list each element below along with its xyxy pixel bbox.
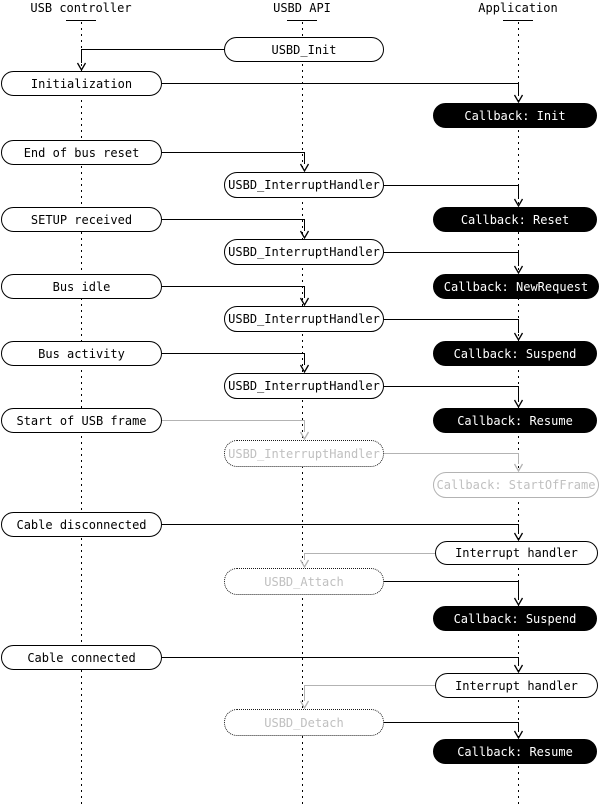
api-box-interrupt-handler-4: USBD_InterruptHandler xyxy=(224,373,384,399)
connector-usbd-init-to-initialization xyxy=(81,49,224,63)
arrowhead xyxy=(513,198,524,208)
event-box-start-of-usb-frame: Start of USB frame xyxy=(1,408,162,433)
callback-box-suspend-2: Callback: Suspend xyxy=(433,606,597,631)
arrowhead xyxy=(513,730,524,740)
api-box-usbd-detach-optional: USBD_Detach xyxy=(224,709,384,736)
connector-start-of-frame-to-handler-gray xyxy=(162,420,305,432)
callback-box-resume-2: Callback: Resume xyxy=(433,739,597,764)
connector-setup-received-to-handler xyxy=(162,219,305,231)
connector-bus-idle-to-handler xyxy=(162,286,305,298)
connector-handler-to-callback-newrequest xyxy=(384,252,519,266)
connector-handler-to-callback-startofframe-gray xyxy=(384,453,519,464)
event-box-bus-idle: Bus idle xyxy=(1,274,162,299)
column-header-application: Application xyxy=(478,1,558,15)
connector-bus-activity-to-handler xyxy=(162,353,305,365)
connector-interrupt-handler-to-usbd-detach-gray xyxy=(304,685,435,701)
arrowhead-gray xyxy=(299,700,310,710)
connector-handler-to-callback-reset xyxy=(384,185,519,199)
connector-handler-to-callback-resume xyxy=(384,386,519,400)
app-box-interrupt-handler-2: Interrupt handler xyxy=(435,673,598,698)
arrowhead xyxy=(299,364,310,374)
arrowhead xyxy=(513,94,524,104)
callback-box-startofframe: Callback: StartOfFrame xyxy=(433,472,599,498)
app-box-interrupt-handler-1: Interrupt handler xyxy=(435,541,598,565)
connector-handler-to-callback-suspend xyxy=(384,319,519,333)
connector-cable-connected-to-interrupt-handler xyxy=(162,657,519,665)
connector-usbd-attach-to-callback-suspend xyxy=(384,581,519,598)
event-box-setup-received: SETUP received xyxy=(1,207,162,232)
connector-cable-disconnected-to-interrupt-handler xyxy=(162,524,519,533)
callback-box-suspend-1: Callback: Suspend xyxy=(433,341,597,366)
event-box-initialization: Initialization xyxy=(1,71,162,96)
arrowhead xyxy=(299,230,310,240)
arrowhead-gray xyxy=(513,463,524,473)
arrowhead xyxy=(76,62,87,72)
callback-box-init: Callback: Init xyxy=(433,103,597,128)
api-box-interrupt-handler-1: USBD_InterruptHandler xyxy=(224,172,384,198)
api-box-interrupt-handler-3: USBD_InterruptHandler xyxy=(224,306,384,332)
callback-box-newrequest: Callback: NewRequest xyxy=(433,274,599,299)
arrowhead-gray xyxy=(299,431,310,441)
arrowhead xyxy=(513,399,524,409)
column-header-usbd-api: USBD API xyxy=(273,1,331,15)
api-box-interrupt-handler-5-optional: USBD_InterruptHandler xyxy=(224,440,384,467)
event-box-cable-disconnected: Cable disconnected xyxy=(1,512,162,537)
arrowhead xyxy=(513,664,524,674)
api-box-interrupt-handler-2: USBD_InterruptHandler xyxy=(224,239,384,265)
event-box-end-of-bus-reset: End of bus reset xyxy=(1,140,162,165)
connector-end-of-bus-reset-to-handler xyxy=(162,152,305,164)
api-box-usbd-init: USBD_Init xyxy=(224,37,384,62)
api-box-usbd-attach-optional: USBD_Attach xyxy=(224,568,384,595)
arrowhead xyxy=(299,163,310,173)
connector-interrupt-handler-to-usbd-attach-gray xyxy=(304,553,435,560)
event-box-cable-connected: Cable connected xyxy=(1,645,162,670)
arrowhead xyxy=(513,265,524,275)
arrowhead-gray xyxy=(299,559,310,569)
callback-box-reset: Callback: Reset xyxy=(433,207,597,232)
arrowhead xyxy=(299,297,310,307)
connector-initialization-to-callback-init xyxy=(162,83,519,95)
connector-usbd-detach-to-callback-resume xyxy=(384,722,519,731)
arrowhead xyxy=(513,532,524,542)
arrowhead xyxy=(513,597,524,607)
event-box-bus-activity: Bus activity xyxy=(1,341,162,366)
callback-box-resume-1: Callback: Resume xyxy=(433,408,597,433)
column-header-usb-controller: USB controller xyxy=(30,1,132,15)
arrowhead xyxy=(513,332,524,342)
